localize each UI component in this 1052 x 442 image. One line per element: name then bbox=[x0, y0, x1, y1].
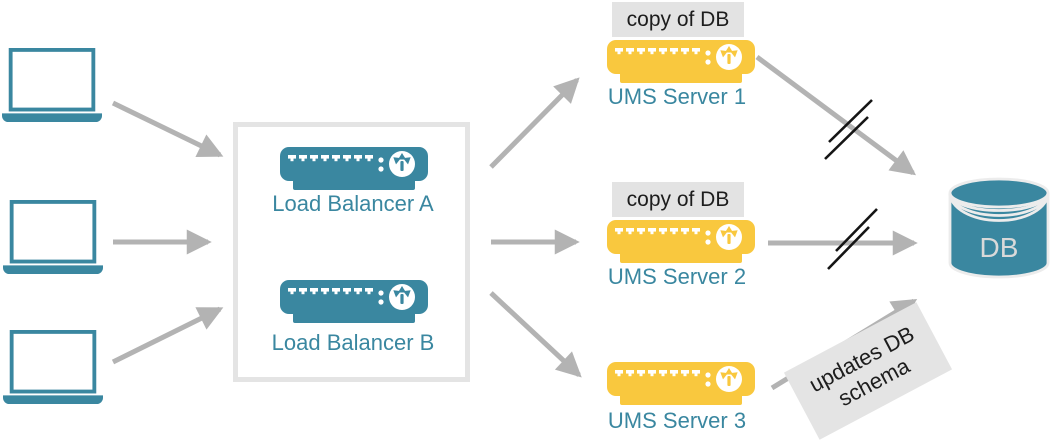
load-balancer-a-label: Load Balancer A bbox=[272, 191, 434, 216]
client-laptop-1-icon bbox=[2, 48, 102, 123]
load-balancer-a-icon bbox=[280, 147, 428, 191]
ums-server-3-label: UMS Server 3 bbox=[607, 408, 747, 433]
arrow-ums1-to-db bbox=[755, 54, 917, 176]
client-laptop-3-icon bbox=[3, 330, 103, 405]
ums-server-1-label: UMS Server 1 bbox=[607, 84, 747, 109]
copy-of-db-badge-ums2: copy of DB bbox=[612, 182, 744, 217]
ums-server-2-label: UMS Server 2 bbox=[607, 264, 747, 289]
copy-of-db-badge-ums1: copy of DB bbox=[612, 2, 744, 37]
database-cylinder-icon: DB bbox=[948, 177, 1050, 279]
load-balancer-b-icon bbox=[280, 280, 428, 324]
load-balancer-b-label: Load Balancer B bbox=[271, 330, 435, 355]
broken-connection-marks-ums2-db bbox=[827, 208, 878, 270]
arrow-client3-to-loadbalancers bbox=[111, 306, 224, 365]
arrow-loadbalancers-to-ums1 bbox=[489, 77, 580, 169]
ums-server-1-icon bbox=[607, 40, 755, 84]
database-label: DB bbox=[980, 232, 1019, 263]
ums-server-3-icon bbox=[607, 362, 755, 406]
broken-connection-marks-ums1-db bbox=[824, 99, 873, 160]
client-laptop-2-icon bbox=[3, 200, 103, 275]
arrow-loadbalancers-to-ums3 bbox=[489, 291, 582, 378]
ums-server-2-icon bbox=[607, 220, 755, 264]
arrow-client1-to-loadbalancers bbox=[111, 100, 224, 158]
